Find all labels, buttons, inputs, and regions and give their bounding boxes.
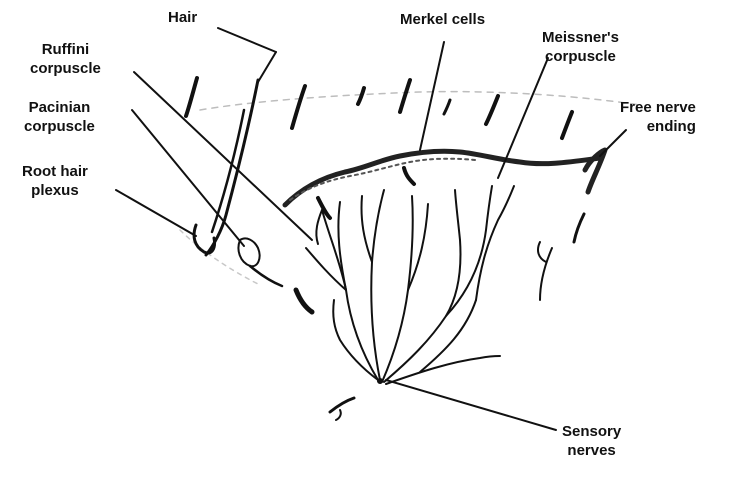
label-sensory-line1: Sensory bbox=[562, 422, 621, 441]
nerve-fiber bbox=[316, 210, 322, 244]
hair-strand bbox=[292, 86, 305, 128]
label-sensory-line2: nerves bbox=[562, 441, 621, 460]
leader-root-hair bbox=[116, 190, 196, 236]
sensory-nerve-end bbox=[330, 398, 354, 412]
label-free-nerve-line2: ending bbox=[620, 117, 696, 136]
hair-strand bbox=[444, 100, 450, 114]
label-free-nerve-line1: Free nerve bbox=[620, 98, 696, 117]
merkel-cell bbox=[404, 168, 414, 184]
nerve-fiber bbox=[476, 186, 514, 300]
hair-strand bbox=[486, 96, 498, 124]
nerve-fiber bbox=[384, 190, 460, 382]
nerve-fiber bbox=[540, 248, 552, 300]
label-root-hair-line2: plexus bbox=[22, 181, 88, 200]
label-root-hair-line1: Root hair bbox=[22, 162, 88, 181]
label-pacinian-line1: Pacinian bbox=[24, 98, 95, 117]
hair-strand bbox=[186, 78, 197, 116]
sensory-nerve-junction bbox=[377, 378, 383, 384]
nerve-fiber bbox=[538, 242, 546, 262]
hair-strand bbox=[562, 112, 572, 138]
label-merkel-cells: Merkel cells bbox=[400, 10, 485, 29]
epidermis-boundary bbox=[285, 151, 600, 205]
label-ruffini-line2: corpuscle bbox=[30, 59, 101, 78]
hair-strand bbox=[400, 80, 410, 112]
label-root-hair: Root hair plexus bbox=[22, 162, 88, 200]
label-hair-text: Hair bbox=[168, 8, 197, 27]
label-ruffini-line1: Ruffini bbox=[30, 40, 101, 59]
label-meissner-line2: corpuscle bbox=[542, 47, 619, 66]
nerve-fiber bbox=[371, 190, 384, 380]
label-meissner-line1: Meissner's bbox=[542, 28, 619, 47]
nerve-fiber bbox=[446, 186, 492, 316]
label-hair: Hair bbox=[168, 8, 197, 27]
leader-merkel bbox=[420, 42, 444, 150]
pacinian-body-2 bbox=[296, 290, 312, 312]
label-sensory: Sensory nerves bbox=[562, 422, 621, 460]
sensory-nerve-end bbox=[336, 410, 341, 420]
free-nerve-cluster bbox=[585, 150, 605, 192]
label-meissner: Meissner's corpuscle bbox=[542, 28, 619, 66]
label-pacinian: Pacinian corpuscle bbox=[24, 98, 95, 136]
nerve-fiber bbox=[386, 356, 500, 384]
nerve-fiber bbox=[574, 214, 584, 242]
nerve-fiber bbox=[361, 196, 372, 262]
skin-surface bbox=[200, 92, 640, 110]
label-free-nerve: Free nerve ending bbox=[620, 98, 696, 136]
label-merkel-text: Merkel cells bbox=[400, 10, 485, 29]
leader-sensory bbox=[386, 380, 556, 430]
label-ruffini: Ruffini corpuscle bbox=[30, 40, 101, 78]
leader-hair bbox=[218, 28, 276, 52]
leader-hair-2 bbox=[258, 52, 276, 82]
hair-strand bbox=[358, 88, 364, 104]
label-pacinian-line2: corpuscle bbox=[24, 117, 95, 136]
